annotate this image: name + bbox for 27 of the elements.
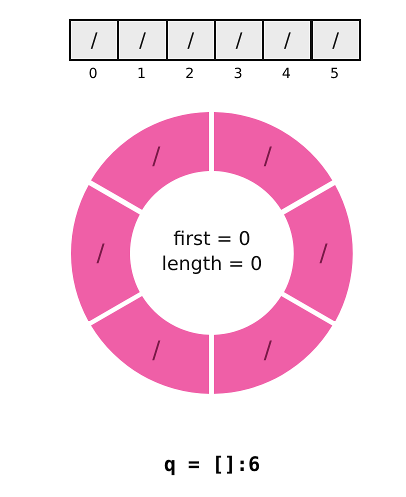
array-cell [69, 19, 120, 61]
array-cell [262, 19, 312, 61]
slot-value: / [152, 336, 160, 364]
index-label: 3 [232, 66, 244, 82]
slot-value: / [264, 336, 272, 364]
index-label: 0 [88, 66, 99, 82]
array-cell [166, 19, 216, 61]
array-cell [117, 19, 168, 61]
caption: q = []:6 [164, 452, 260, 476]
index-label: 1 [136, 66, 147, 82]
index-label: 4 [280, 66, 292, 82]
cell-value: / [236, 28, 242, 52]
slot-value: / [96, 238, 105, 267]
index-label: 5 [329, 66, 340, 82]
array-cell [310, 19, 361, 61]
slot-value: / [319, 238, 328, 267]
slot-value: / [264, 142, 272, 170]
array-cell [214, 19, 264, 61]
cell-value: / [332, 28, 340, 52]
cell-value: / [139, 28, 146, 52]
index-label: 2 [184, 66, 196, 82]
cell-value: / [187, 28, 194, 52]
cell-value: / [90, 28, 98, 52]
slot-value: / [152, 142, 160, 170]
cell-value: / [284, 28, 291, 52]
state-text: length = 0 [162, 253, 262, 275]
state-text: first = 0 [173, 228, 251, 250]
